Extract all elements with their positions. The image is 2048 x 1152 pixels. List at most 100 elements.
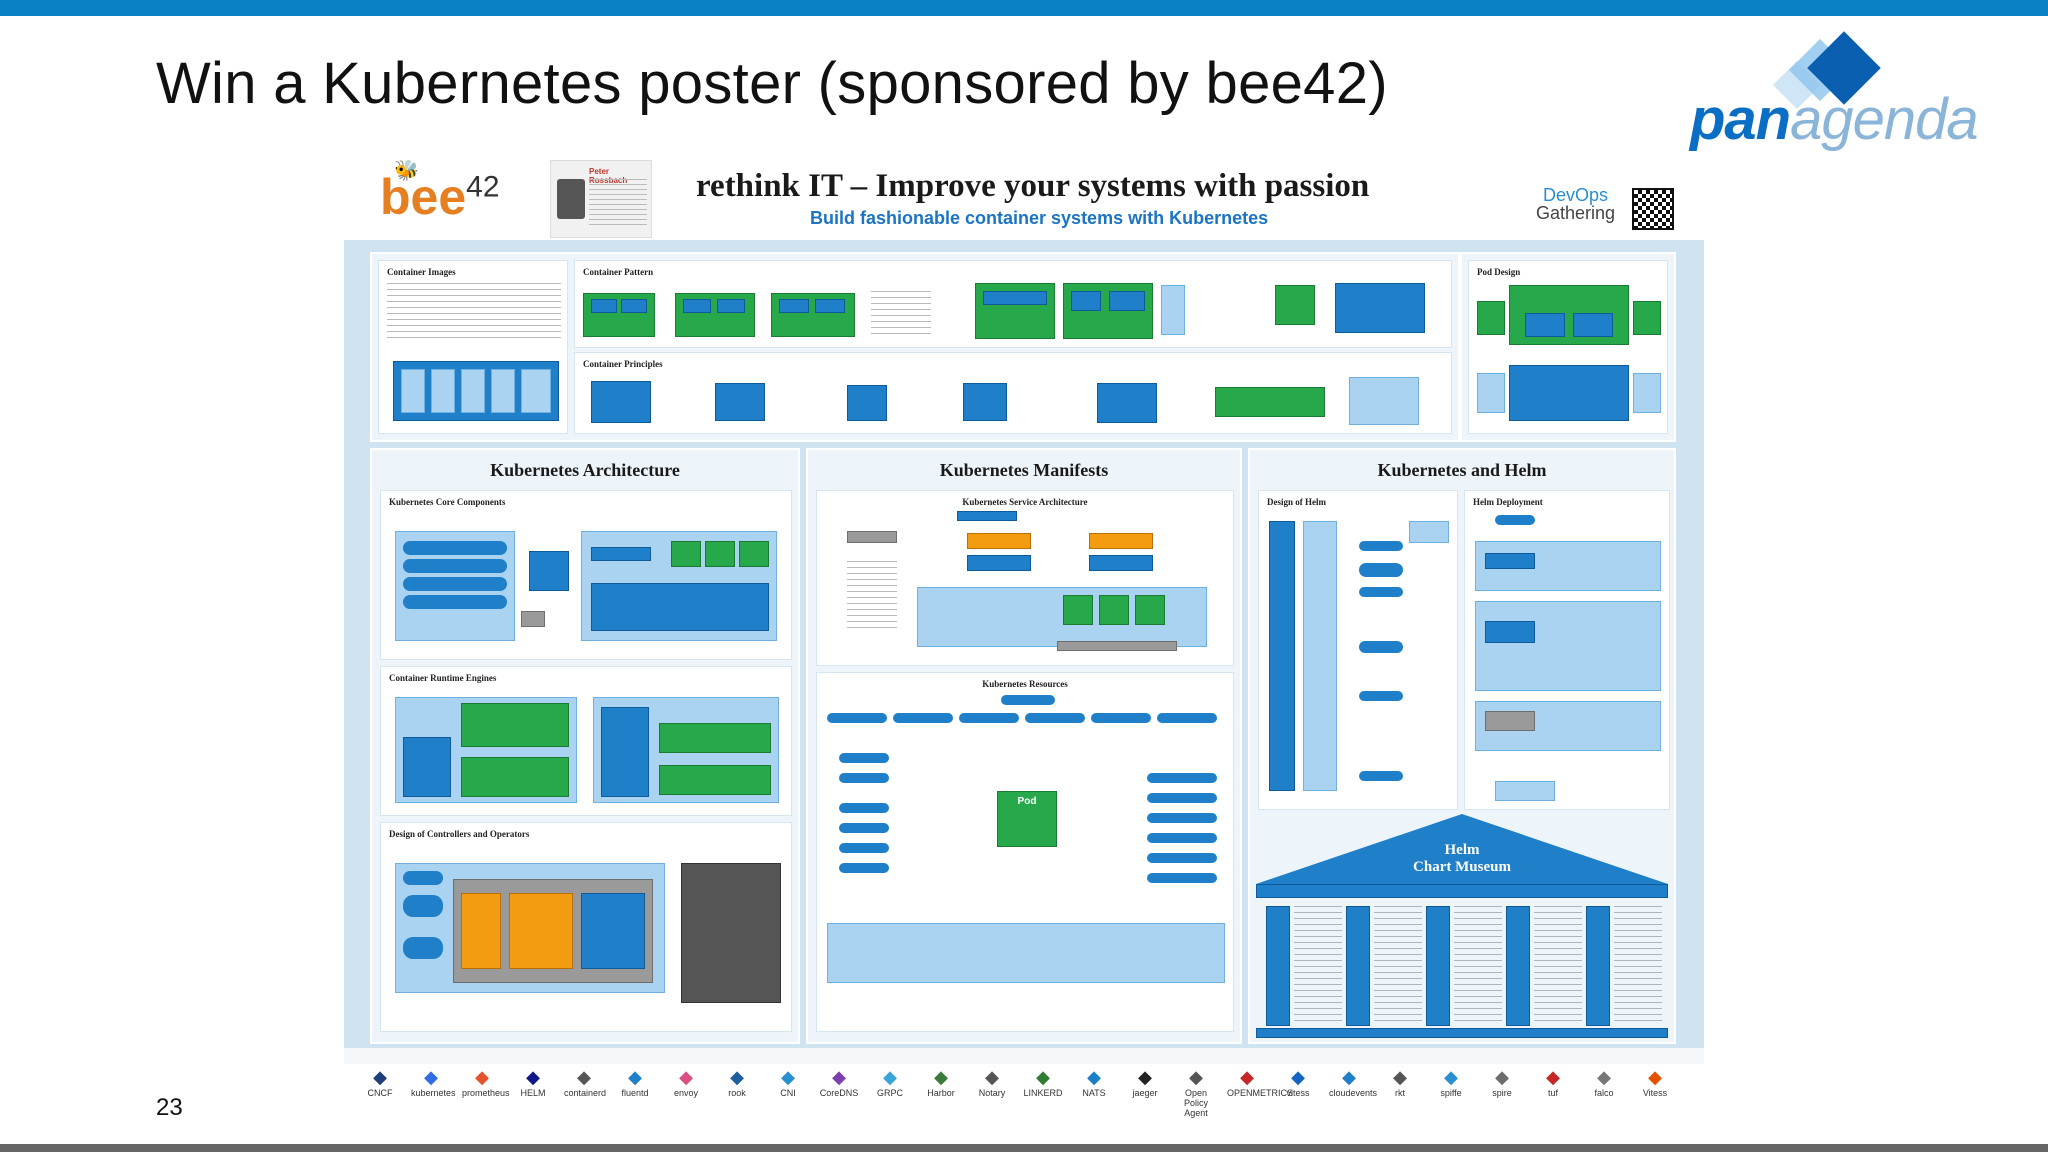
pod-design-panel: Pod Design	[1460, 252, 1676, 442]
tech-logo-label: tuf	[1547, 1088, 1558, 1098]
tech-logo-icon: ◆	[1444, 1067, 1458, 1087]
k8s-service-architecture: Kubernetes Service Architecture	[816, 490, 1234, 666]
tech-logo-label: GRPC	[876, 1088, 903, 1098]
tech-logo-icon: ◆	[1597, 1067, 1611, 1087]
tech-logo-icon: ◆	[424, 1067, 438, 1087]
top-accent-bar	[0, 0, 2048, 16]
tech-logo-vitess: ◆Vitess	[1635, 1066, 1675, 1098]
author-card: Peter Rossbach	[550, 160, 652, 238]
tech-logos-strip: ◆CNCF◆kubernetes◆prometheus◆HELM◆contain…	[360, 1066, 1704, 1118]
tech-logo-label: jaeger	[1132, 1088, 1158, 1098]
tech-logo-icon: ◆	[1189, 1067, 1203, 1087]
tech-logo-label: containerd	[564, 1088, 607, 1098]
tech-logo-icon: ◆	[985, 1067, 999, 1087]
tech-logo-label: NATS	[1082, 1088, 1106, 1098]
tech-logo-label: Harbor	[927, 1088, 955, 1098]
tech-logo-label: falco	[1594, 1088, 1614, 1098]
tech-logo-prometheus: ◆prometheus	[462, 1066, 510, 1098]
tech-logo-open-policy-agent: ◆Open Policy Agent	[1176, 1066, 1216, 1118]
design-of-helm: Design of Helm	[1258, 490, 1458, 810]
top-left-panel: Container Images Container Pattern	[370, 252, 1460, 442]
tech-logo-containerd: ◆containerd	[564, 1066, 607, 1098]
tech-logo-label: CNI	[780, 1088, 796, 1098]
tech-logo-grpc: ◆GRPC	[870, 1066, 910, 1098]
tech-logo-label: rkt	[1395, 1088, 1405, 1098]
tech-logo-icon: ◆	[679, 1067, 693, 1087]
page-number: 23	[156, 1094, 183, 1121]
controllers-operators: Design of Controllers and Operators	[380, 822, 792, 1032]
tech-logo-jaeger: ◆jaeger	[1125, 1066, 1165, 1098]
tech-logo-cncf: ◆CNCF	[360, 1066, 400, 1098]
tech-logo-icon: ◆	[1036, 1067, 1050, 1087]
devops-gathering-logo: DevOps Gathering	[1536, 185, 1616, 223]
tech-logo-icon: ◆	[577, 1067, 591, 1087]
tech-logo-icon: ◆	[475, 1067, 489, 1087]
tech-logo-icon: ◆	[1138, 1067, 1152, 1087]
tech-logo-rook: ◆rook	[717, 1066, 757, 1098]
k8s-manifests-panel: Kubernetes Manifests Kubernetes Service …	[806, 448, 1242, 1044]
kubernetes-poster: 🐝 bee42 Peter Rossbach rethink IT – Impr…	[344, 156, 1704, 1064]
logo-wordmark: panagenda	[1690, 87, 1979, 152]
tech-logo-icon: ◆	[1495, 1067, 1509, 1087]
tech-logo-notary: ◆Notary	[972, 1066, 1012, 1098]
tech-logo-openmetrics: ◆OPENMETRICS	[1227, 1066, 1293, 1098]
tech-logo-icon: ◆	[628, 1067, 642, 1087]
tech-logo-icon: ◆	[373, 1067, 387, 1087]
tech-logo-icon: ◆	[934, 1067, 948, 1087]
k8s-architecture-panel: Kubernetes Architecture Kubernetes Core …	[370, 448, 800, 1044]
tech-logo-icon: ◆	[832, 1067, 846, 1087]
tech-logo-vitess: ◆vitess	[1278, 1066, 1318, 1098]
poster-title: rethink IT – Improve your systems with p…	[696, 168, 1370, 204]
tech-logo-linkerd: ◆LINKERD	[1023, 1066, 1063, 1098]
qr-code	[1632, 188, 1674, 230]
container-principles-section: Container Principles	[574, 352, 1452, 434]
tech-logo-icon: ◆	[1393, 1067, 1407, 1087]
bee42-logo: 🐝 bee42	[380, 160, 500, 225]
panagenda-logo: panagenda	[1690, 28, 2020, 152]
bottom-bar	[0, 1144, 2048, 1152]
tech-logo-icon: ◆	[781, 1067, 795, 1087]
tech-logo-label: spire	[1492, 1088, 1512, 1098]
author-bio	[589, 179, 647, 229]
container-pattern-section: Container Pattern	[574, 260, 1452, 348]
container-runtime-engines: Container Runtime Engines	[380, 666, 792, 816]
tech-logo-label: rook	[728, 1088, 746, 1098]
tech-logo-icon: ◆	[1342, 1067, 1356, 1087]
tech-logo-label: HELM	[520, 1088, 546, 1098]
pod-design-section: Pod Design	[1468, 260, 1668, 434]
poster-subtitle: Build fashionable container systems with…	[810, 208, 1269, 228]
tech-logo-icon: ◆	[1087, 1067, 1101, 1087]
helm-deployment: Helm Deployment	[1464, 490, 1670, 810]
tech-logo-nats: ◆NATS	[1074, 1066, 1114, 1098]
tech-logo-icon: ◆	[526, 1067, 540, 1087]
tech-logo-label: spiffe	[1440, 1088, 1462, 1098]
tech-logo-harbor: ◆Harbor	[921, 1066, 961, 1098]
tech-logo-spire: ◆spire	[1482, 1066, 1522, 1098]
tech-logo-label: Vitess	[1642, 1088, 1668, 1098]
tech-logo-fluentd: ◆fluentd	[615, 1066, 655, 1098]
tech-logo-spiffe: ◆spiffe	[1431, 1066, 1471, 1098]
tech-logo-cni: ◆CNI	[768, 1066, 808, 1098]
container-images-section: Container Images	[378, 260, 568, 434]
tech-logo-label: CNCF	[367, 1088, 393, 1098]
tech-logo-helm: ◆HELM	[513, 1066, 553, 1098]
poster-body: Container Images Container Pattern	[344, 240, 1704, 1048]
tech-logo-label: fluentd	[621, 1088, 649, 1098]
tech-logo-kubernetes: ◆kubernetes	[411, 1066, 456, 1098]
poster-header: 🐝 bee42 Peter Rossbach rethink IT – Impr…	[344, 156, 1704, 240]
tech-logo-label: Open Policy Agent	[1183, 1088, 1208, 1118]
tech-logo-icon: ◆	[1240, 1067, 1254, 1087]
tech-logo-label: OPENMETRICS	[1227, 1088, 1294, 1098]
tech-logo-icon: ◆	[1648, 1067, 1662, 1087]
tech-logo-tuf: ◆tuf	[1533, 1066, 1573, 1098]
slide-title: Win a Kubernetes poster (sponsored by be…	[156, 51, 1388, 116]
tech-logo-icon: ◆	[1291, 1067, 1305, 1087]
tech-logo-label: Notary	[978, 1088, 1006, 1098]
tech-logo-icon: ◆	[1546, 1067, 1560, 1087]
k8s-core-components: Kubernetes Core Components	[380, 490, 792, 660]
tech-logo-cloudevents: ◆cloudevents	[1329, 1066, 1377, 1098]
tech-logo-coredns: ◆CoreDNS	[819, 1066, 859, 1098]
k8s-helm-panel: Kubernetes and Helm Design of Helm Helm …	[1248, 448, 1676, 1044]
tech-logo-icon: ◆	[883, 1067, 897, 1087]
tech-logo-label: prometheus	[462, 1088, 510, 1098]
